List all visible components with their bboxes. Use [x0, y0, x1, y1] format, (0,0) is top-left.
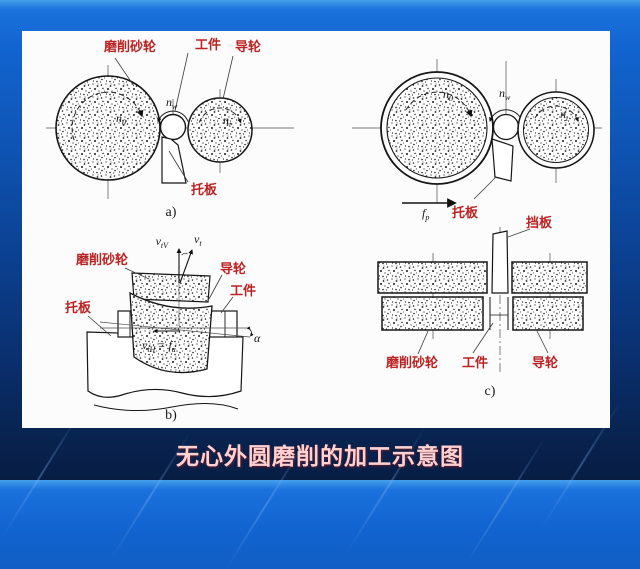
grinding-wheel-b-texture: [132, 273, 210, 302]
alpha-angle-arc: [246, 326, 254, 337]
axis-lines-b: [99, 321, 251, 338]
lower-right-slab-texture: [513, 297, 583, 330]
leader-lines-tr: [473, 176, 531, 238]
support-blade-a: [161, 136, 187, 184]
n0-rotation-arrow-a: [71, 91, 144, 141]
workpiece-tr: [492, 113, 520, 141]
support-plate-b-break-line: [93, 402, 239, 412]
guide-wheel-a-texture: [188, 98, 252, 162]
workpiece-label-b: 工件: [230, 283, 256, 298]
lower-left-slab-texture: [382, 297, 483, 330]
n0-label-tr: n0: [443, 87, 453, 103]
nw-label-a: nw: [166, 95, 178, 111]
fp-label: fp: [422, 206, 429, 222]
background-ray: [0, 410, 82, 540]
nw-rotation-arrow-a: [157, 110, 189, 123]
subfigure-a-label: a): [166, 205, 177, 220]
diagram-b: 磨削砂轮 导轮 工件 托板 vtV vt vtH=fa α b): [65, 232, 261, 423]
slide-caption: 无心外圆磨削的加工示意图: [176, 443, 464, 469]
upper-right-slab-texture: [512, 262, 587, 293]
leader-lines-a: [114, 52, 234, 183]
grinding-wheel-tr: [386, 77, 488, 179]
guide-wheel-label-c: 导轮: [532, 355, 558, 370]
n0-label-a: n0: [116, 111, 126, 127]
vth-equation: vtH=fa: [142, 338, 176, 354]
upper-left-slab-texture: [378, 262, 487, 293]
grinding-wheel-a-texture: [56, 76, 160, 180]
diagram-c: 磨削砂轮 工件 导轮 c): [377, 227, 588, 399]
guide-wheel-tr: [523, 97, 589, 163]
vtv-label: vtV: [156, 234, 170, 250]
diagram-top-right: n0 nw nt fp 托板 挡板: [352, 59, 602, 238]
baffle-c: [491, 230, 509, 294]
workpiece-c: [489, 297, 509, 330]
subfigure-c-label: c): [485, 384, 496, 399]
grinding-wheel-label-a: 磨削砂轮: [104, 39, 156, 54]
nw-label-tr: nw: [499, 86, 511, 102]
workpiece-a: [159, 113, 187, 141]
diagram-a: 磨削砂轮 工件 导轮 托板 n0 nw nt a): [46, 37, 294, 220]
support-plate-label-tr: 托板: [452, 205, 479, 220]
centerless-grinding-diagram: 磨削砂轮 工件 导轮 托板 n0 nw nt a) n0 nw: [46, 37, 602, 423]
grinding-wheel-label-c: 磨削砂轮: [386, 355, 438, 370]
support-plate-label-a: 托板: [191, 182, 218, 197]
grinding-wheel-label-b: 磨削砂轮: [76, 252, 128, 267]
leader-lines-b: [87, 267, 234, 337]
baffle-label: 挡板: [526, 215, 553, 230]
subfigure-b-label: b): [165, 408, 177, 423]
guide-wheel-label-b: 导轮: [220, 261, 246, 276]
nt-rotation-arrow-tr: [534, 105, 579, 122]
leader-lines-c: [417, 322, 549, 355]
nt-label-a: nt: [223, 113, 232, 129]
support-plate-label-b: 托板: [65, 300, 92, 315]
n0-rotation-arrow-tr: [405, 91, 473, 118]
workpiece-label-a: 工件: [195, 37, 221, 52]
velocity-vectors-b: [176, 248, 193, 326]
guide-wheel-b: [129, 291, 213, 374]
alpha-label: α: [254, 331, 261, 345]
guide-wheel-label-a: 导轮: [235, 39, 261, 54]
support-blade-tr: [491, 138, 514, 182]
nt-label-tr: nt: [560, 107, 569, 123]
workpiece-label-c: 工件: [462, 355, 488, 370]
diagram-panel: 磨削砂轮 工件 导轮 托板 n0 nw nt a) n0 nw: [22, 31, 610, 428]
nt-rotation-arrow-a: [198, 107, 242, 124]
vt-label: vt: [194, 232, 202, 248]
